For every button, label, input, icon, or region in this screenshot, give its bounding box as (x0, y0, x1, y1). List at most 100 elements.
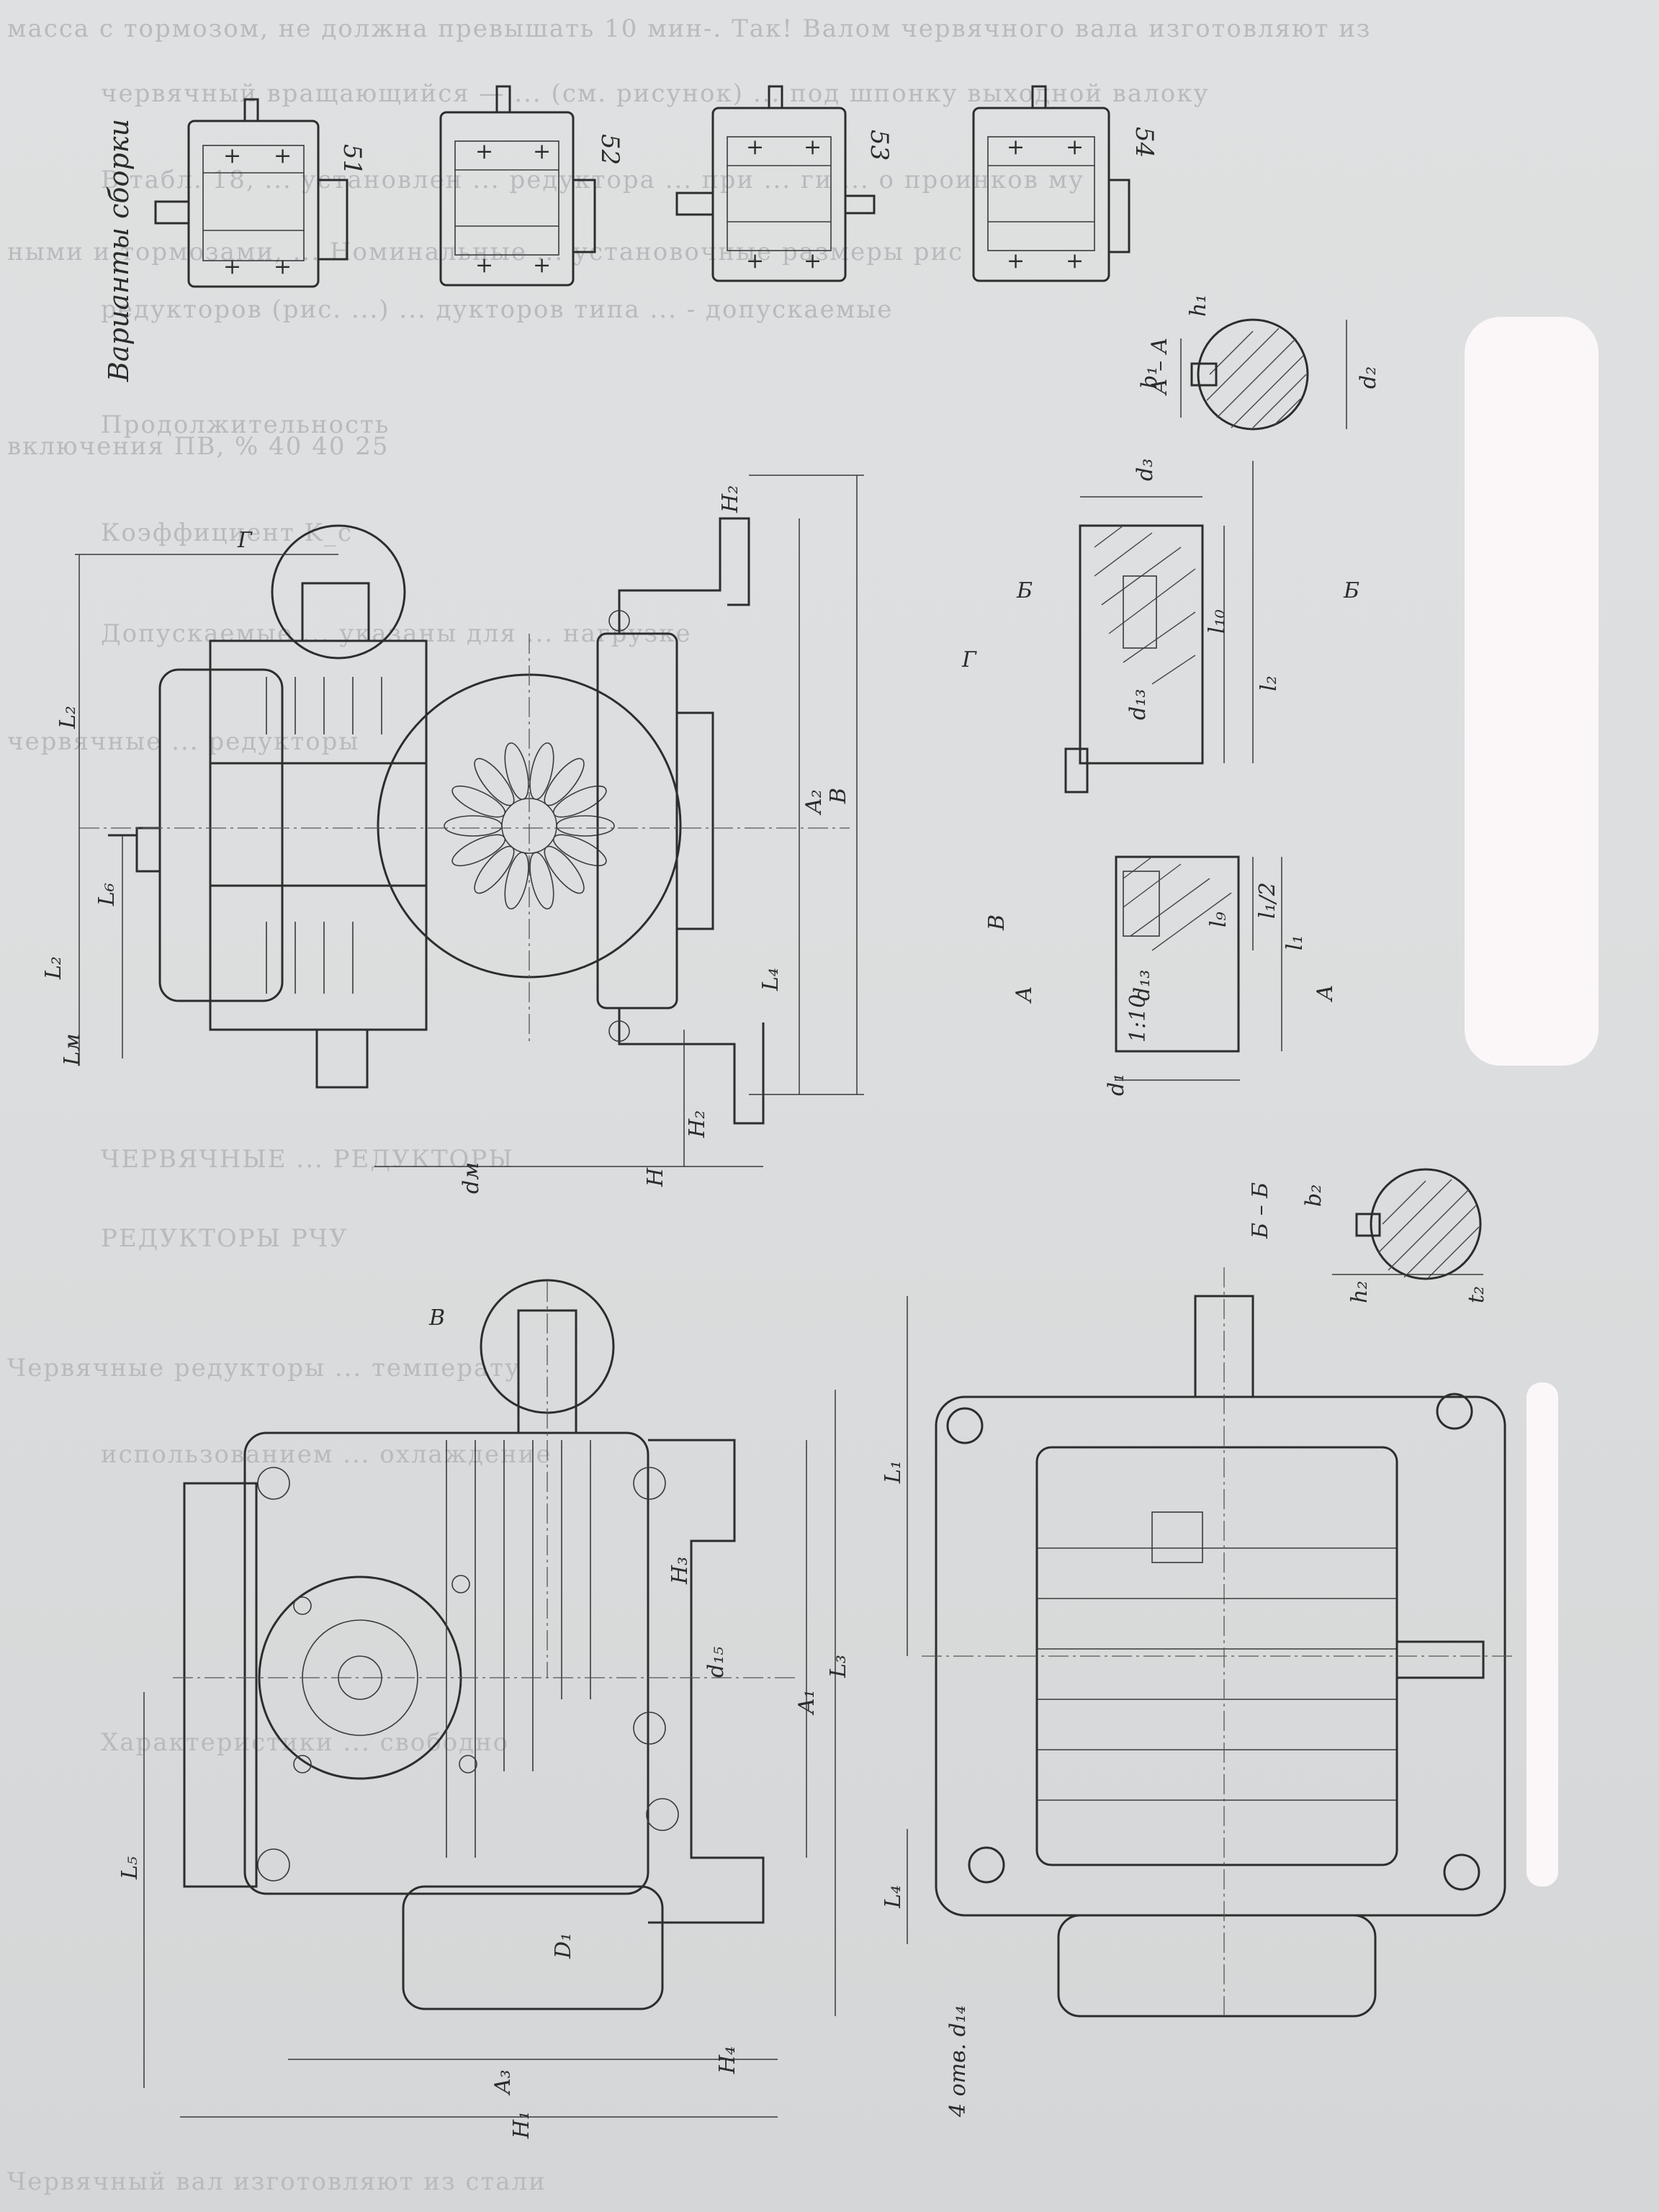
dim-t2: t₂ (1464, 1286, 1489, 1303)
cut-A-top: А (1012, 986, 1037, 1004)
front-view-reducer (143, 1279, 836, 2118)
background-text-line: ЧЕРВЯЧНЫЕ ... РЕДУКТОРЫ (101, 1145, 514, 1174)
dim-d15: d₁₅ (703, 1647, 729, 1678)
svg-text:+: + (1066, 248, 1084, 274)
svg-text:+: + (274, 143, 292, 168)
dim-l1-half: l₁/2 (1255, 882, 1280, 919)
cut-B-bottom: Б (1343, 578, 1359, 603)
dim-H: H (643, 1167, 668, 1187)
background-text-line: червячный вращающийся — ... (см. рисунок… (101, 79, 1210, 108)
dim-b2: b₂ (1301, 1184, 1326, 1207)
rotor-petal (474, 757, 515, 806)
svg-text:+: + (1007, 248, 1025, 274)
dim-B: B (826, 788, 851, 804)
dim-h1: h₁ (1186, 295, 1211, 317)
dim-d1: d₁ (1104, 1074, 1129, 1096)
svg-text:+: + (804, 135, 822, 160)
dim-L2: L₂ (41, 956, 66, 980)
variant-54-label: 54 (1130, 127, 1159, 158)
background-text-line: Продолжительность (101, 410, 390, 439)
dim-dm: dм (459, 1162, 484, 1194)
rotor-petal (552, 785, 607, 818)
view-G-shaft-end (1064, 461, 1254, 793)
dim-H2-bottom: H₂ (685, 1110, 710, 1138)
variant-52-sketch: + + + + (439, 85, 596, 287)
svg-text:+: + (1066, 135, 1084, 160)
view-V-marker: В (428, 1305, 445, 1331)
dim-L2-top: L₂ (55, 706, 81, 729)
background-text-line: РЕДУКТОРЫ РЧУ (101, 1224, 349, 1253)
cut-A-bottom: А (1313, 984, 1338, 1002)
dim-L3: L₃ (826, 1655, 851, 1678)
top-view-reducer (907, 1267, 1512, 2018)
rotor-petal (451, 785, 506, 818)
svg-text:+: + (746, 135, 764, 160)
cut-B-top: Б (1016, 578, 1033, 603)
dim-d13-V: d₁₃ (1130, 970, 1155, 1001)
svg-text:+: + (804, 248, 822, 274)
variant-54-sketch: + + + + (972, 85, 1130, 282)
dim-d3: d₃ (1133, 459, 1158, 481)
rotor-petal (444, 815, 503, 837)
dim-l9: l₉ (1206, 912, 1231, 927)
dim-A3: A₃ (490, 2069, 516, 2096)
dim-L4-top: L₄ (881, 1885, 906, 1909)
svg-text:+: + (274, 254, 292, 279)
background-text-line: масса с тормозом, не должна превышать 10… (7, 14, 1372, 43)
dim-l2: l₂ (1256, 675, 1282, 691)
background-text-line: червячные ... редукторы (7, 727, 360, 756)
dim-b1: b₁ (1137, 367, 1162, 389)
dim-H4: H₄ (715, 2046, 740, 2074)
dim-L1: L₁ (881, 1460, 906, 1484)
svg-text:+: + (475, 253, 493, 278)
view-V-shaft-end (1115, 855, 1282, 1081)
variant-52-label: 52 (595, 134, 624, 165)
dim-Lm: Lм (60, 1033, 85, 1066)
svg-text:+: + (1007, 135, 1025, 160)
svg-text:+: + (533, 253, 551, 278)
rotor-petal (544, 757, 585, 806)
dim-D1: D₁ (551, 1933, 576, 1959)
redaction-blur-top (1465, 317, 1599, 1066)
svg-text:+: + (533, 139, 551, 164)
rotor-petals (444, 742, 615, 909)
redaction-blur-bottom (1527, 1382, 1558, 1887)
dim-A2: A₂ (801, 789, 827, 816)
dim-A1: A₁ (794, 1689, 819, 1716)
background-text-line: Червячные редукторы ... температу (7, 1354, 521, 1382)
background-text-line: Червячный вал изготовляют из стали (7, 2167, 547, 2196)
svg-text:+: + (475, 139, 493, 164)
side-view-reducer (75, 475, 864, 1167)
dim-l10: l₁₀ (1205, 609, 1230, 634)
dim-h2-BB: h₂ (1347, 1281, 1372, 1303)
svg-text:+: + (746, 248, 764, 274)
rotor-petal (504, 852, 529, 909)
variant-51-sketch: + + + + (154, 98, 349, 288)
variant-53-sketch: + + + + (675, 85, 876, 282)
rotor-petal (529, 742, 554, 800)
section-BB (1332, 1168, 1483, 1280)
background-text-line: Характеристики ... свободно (101, 1728, 510, 1757)
rotor-petal (451, 834, 506, 867)
background-text-line: включения ПВ, % 40 40 25 (7, 432, 390, 461)
view-V-label: В (984, 914, 1010, 931)
variant-53-label: 53 (865, 130, 894, 161)
section-AA-title: А – А (1147, 337, 1172, 396)
background-text-line: редукторов (рис. ...) ... дукторов типа … (101, 295, 894, 324)
rotor-petal (552, 834, 607, 867)
assembly-variants-title: Варианты сборки (103, 119, 135, 382)
svg-text:+: + (223, 254, 241, 279)
dim-l1-detail: l₁ (1282, 935, 1308, 950)
dim-H2-top: H₂ (718, 485, 743, 513)
section-BB-title: Б – Б (1248, 1182, 1273, 1239)
dim-d13-G: d₁₃ (1125, 689, 1151, 720)
assembly-variants-group: Варианты сборки + + + + 51 (103, 85, 1159, 382)
rotor-petal (529, 852, 554, 909)
taper-ratio: 1:10 (1125, 994, 1151, 1043)
rotor-petal (504, 742, 529, 800)
view-G-label: Г (961, 647, 977, 673)
dim-L6: L₆ (94, 883, 120, 907)
rotor-petal (556, 815, 615, 837)
